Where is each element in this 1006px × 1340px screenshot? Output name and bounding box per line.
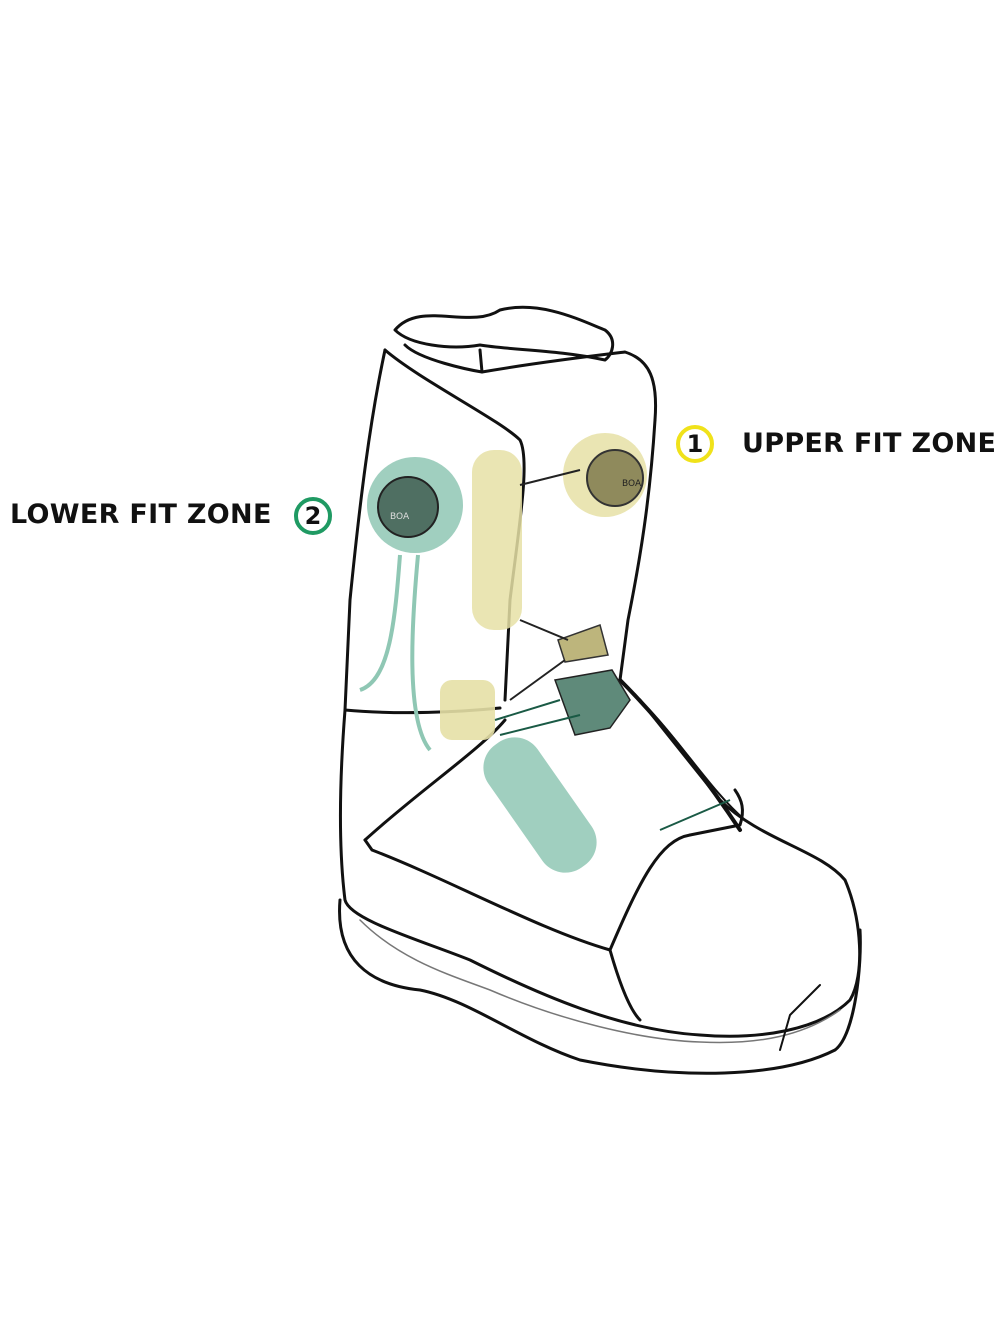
lower-fit-zone-parts: BOA <box>359 457 731 873</box>
boa-dial-text-upper: BOA <box>622 479 642 489</box>
upper-fit-zone-number: 1 <box>686 430 704 458</box>
upper-fit-zone-badge: 1 <box>676 425 714 463</box>
upper-fit-zone-label: UPPER FIT ZONE <box>742 428 997 459</box>
lower-fit-zone-label: LOWER FIT ZONE <box>10 499 272 530</box>
lower-fit-zone-badge: 2 <box>294 497 332 535</box>
boa-dial-text-lower: BOA <box>390 512 410 522</box>
upper-fit-zone-parts: BOA <box>440 433 647 740</box>
lower-fit-zone-number: 2 <box>304 502 322 530</box>
